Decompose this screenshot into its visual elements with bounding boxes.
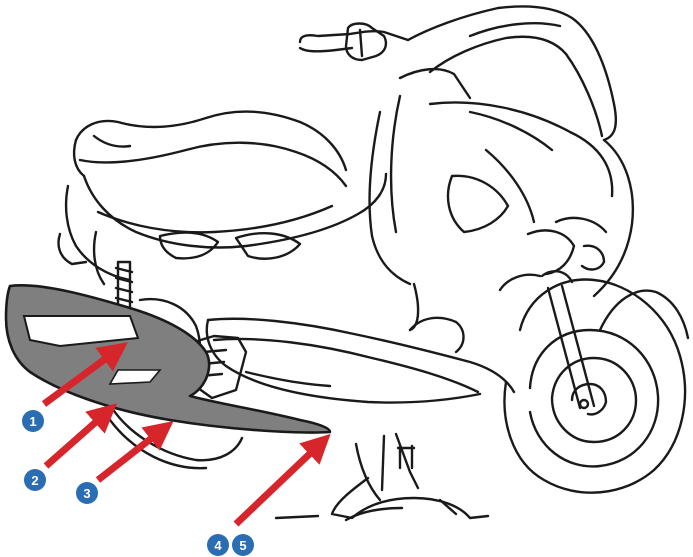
callout-4-label: 4 [214, 538, 222, 553]
callout-3: 3 [76, 482, 98, 504]
front-wheel [500, 271, 688, 492]
callout-1: 1 [22, 410, 44, 432]
callout-5-label: 5 [239, 538, 246, 553]
callout-3-label: 3 [83, 486, 90, 501]
seat [74, 112, 346, 186]
callout-2: 2 [24, 469, 46, 491]
underbody-panel [6, 285, 330, 432]
windscreen [400, 6, 616, 140]
callout-2-label: 2 [31, 473, 38, 488]
callout-1-label: 1 [29, 414, 36, 429]
scooter-outline [59, 6, 689, 520]
callout-5: 5 [232, 534, 254, 556]
rear-body [59, 174, 387, 280]
arrow-2 [46, 413, 106, 466]
arrow-4-5 [236, 444, 320, 524]
callout-4: 4 [207, 534, 229, 556]
floorboard [194, 284, 514, 403]
handlebar-grip [300, 24, 408, 61]
center-stand [276, 434, 488, 520]
front-body [370, 96, 633, 296]
